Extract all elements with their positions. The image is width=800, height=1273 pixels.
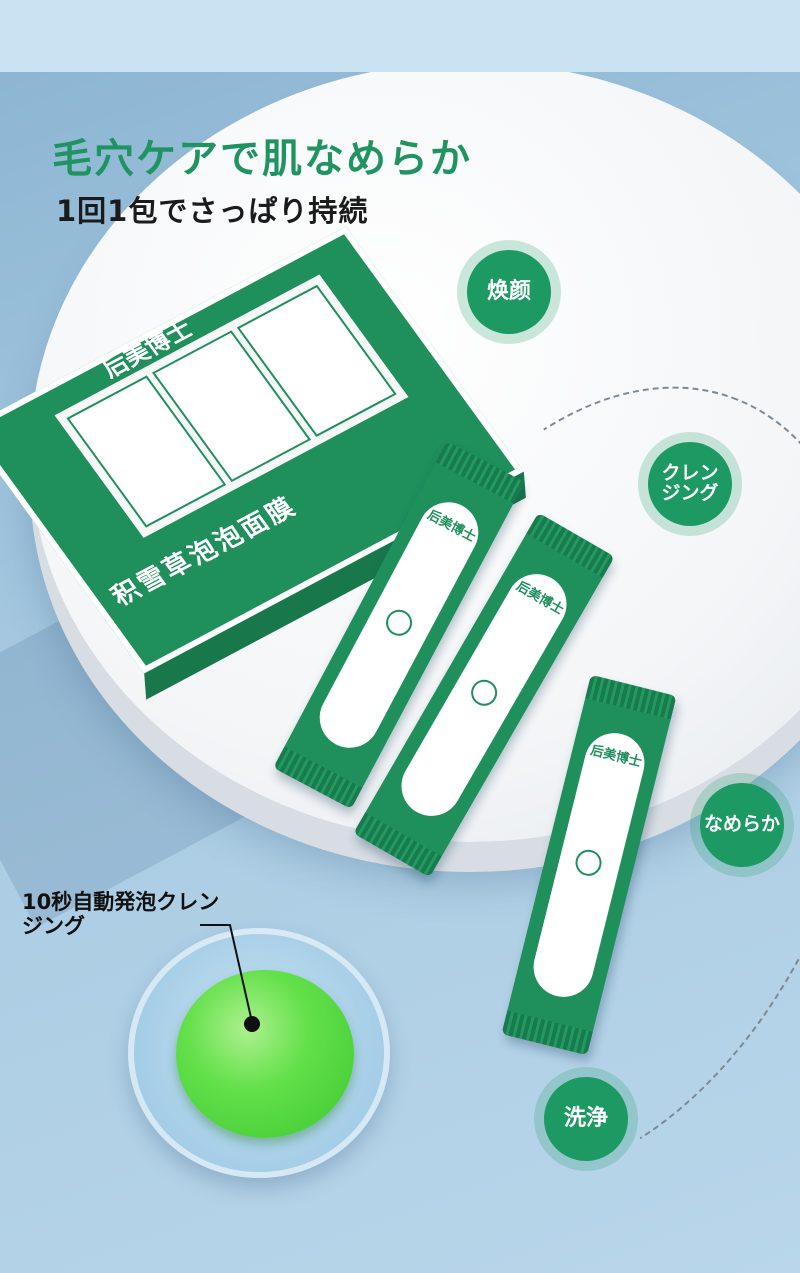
badge-label: 洗浄	[563, 1106, 608, 1132]
badge-smooth: なめらか	[700, 783, 784, 867]
sachet-brand: 后美博士	[588, 743, 644, 771]
badge-label: 焕颜	[486, 279, 531, 305]
centella-leaf-icon	[381, 605, 417, 641]
top-band	[0, 0, 800, 72]
headline: 毛穴ケアで肌なめらか	[52, 136, 472, 182]
badge-cleansing: クレン ジング	[648, 442, 732, 526]
badge-label: クレン ジング	[661, 462, 719, 504]
sachet-brand: 后美博士	[424, 507, 478, 546]
sachet-brand: 后美博士	[513, 578, 567, 618]
badge-huanyan: 焕颜	[467, 250, 551, 334]
centella-leaf-icon	[466, 675, 502, 711]
centella-leaf-icon	[572, 847, 605, 879]
green-gel	[176, 970, 354, 1138]
subheadline: 1回1包でさっぱり持続	[56, 194, 369, 228]
badge-wash: 洗浄	[544, 1077, 628, 1161]
callout-text: 10秒自動発泡クレンジング	[22, 890, 220, 939]
badge-label: なめらか	[703, 813, 780, 836]
